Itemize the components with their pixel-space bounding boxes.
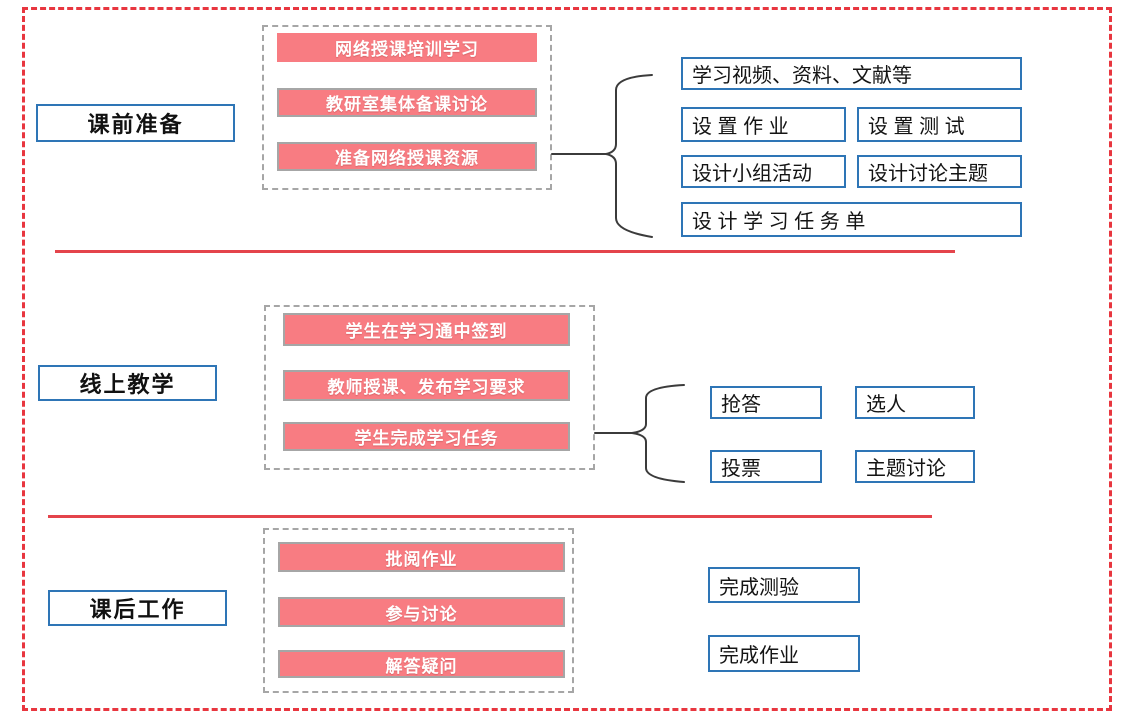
output-box: 设 置 作 业 <box>681 107 846 142</box>
steps-group-pre-class <box>262 25 552 190</box>
output-box: 设计讨论主题 <box>857 155 1022 188</box>
step-box: 批阅作业 <box>278 542 565 572</box>
output-box: 抢答 <box>710 386 822 419</box>
brace-connector <box>551 74 653 238</box>
brace-connector <box>594 384 685 483</box>
output-box: 完成作业 <box>708 635 860 672</box>
stage-box-online-teaching: 线上教学 <box>38 365 217 401</box>
outer-dashed-border <box>22 7 1112 711</box>
step-box: 网络授课培训学习 <box>277 33 537 62</box>
stage-box-after-class: 课后工作 <box>48 590 227 626</box>
step-box: 准备网络授课资源 <box>277 142 537 171</box>
step-box: 学生完成学习任务 <box>283 422 570 451</box>
steps-group-online-teaching <box>264 305 595 470</box>
output-box: 投票 <box>710 450 822 483</box>
output-box: 设计小组活动 <box>681 155 846 188</box>
step-box: 解答疑问 <box>278 650 565 678</box>
output-box: 学习视频、资料、文献等 <box>681 57 1022 90</box>
step-box: 参与讨论 <box>278 597 565 627</box>
output-box: 设 置 测 试 <box>857 107 1022 142</box>
output-box: 设 计 学 习 任 务 单 <box>681 202 1022 237</box>
step-box: 学生在学习通中签到 <box>283 313 570 346</box>
output-box: 选人 <box>855 386 975 419</box>
section-divider <box>48 515 932 518</box>
step-box: 教师授课、发布学习要求 <box>283 370 570 401</box>
output-box: 完成测验 <box>708 567 860 603</box>
step-box: 教研室集体备课讨论 <box>277 88 537 117</box>
output-box: 主题讨论 <box>855 450 975 483</box>
section-divider <box>55 250 955 253</box>
stage-box-pre-class: 课前准备 <box>36 104 235 142</box>
steps-group-after-class <box>263 528 574 693</box>
